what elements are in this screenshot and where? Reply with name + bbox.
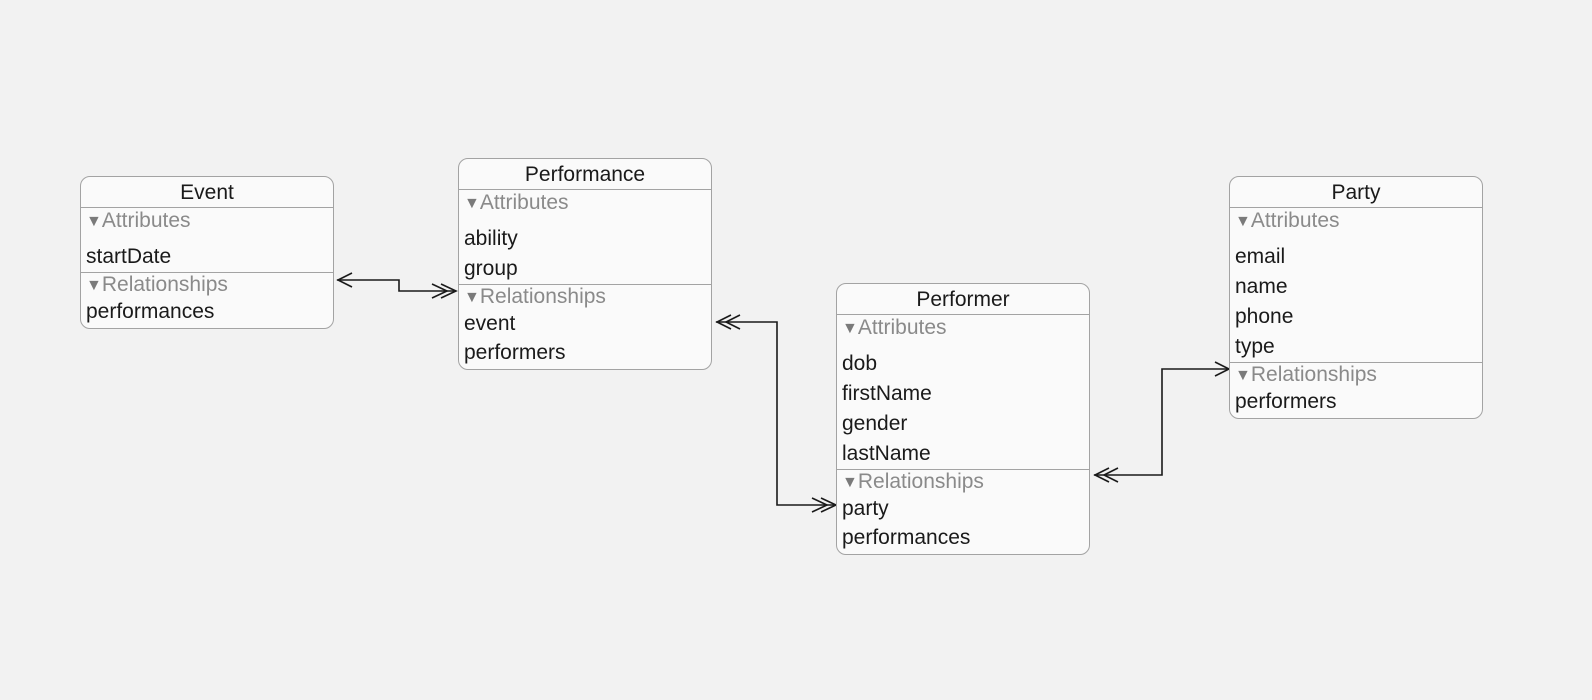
entity-performance[interactable]: Performance ▼Attributes ability group ▼R… (458, 158, 712, 370)
relationships-section-header[interactable]: ▼Relationships (837, 470, 1089, 494)
attribute-row[interactable]: startDate (86, 245, 172, 268)
section-label: Attributes (479, 191, 569, 214)
relationships-section-header[interactable]: ▼Relationships (1230, 363, 1482, 387)
attribute-row[interactable]: firstName (842, 382, 932, 405)
relationship-row[interactable]: event (464, 312, 516, 335)
section-label: Attributes (857, 316, 947, 339)
entity-party[interactable]: Party ▼Attributes email name phone type … (1229, 176, 1483, 419)
relationships-section-header[interactable]: ▼Relationships (459, 285, 711, 309)
section-label: Attributes (101, 209, 191, 232)
entity-title[interactable]: Performer (837, 284, 1089, 315)
attributes-section-header[interactable]: ▼Attributes (1230, 208, 1482, 234)
relationships-section: ▼Relationships performances (81, 272, 333, 326)
attributes-section-header[interactable]: ▼Attributes (459, 190, 711, 216)
section-label: Attributes (1250, 209, 1340, 232)
section-label: Relationships (857, 470, 984, 493)
entity-performer[interactable]: Performer ▼Attributes dob firstName gend… (836, 283, 1090, 555)
to-many-arrowhead-2 (1102, 467, 1119, 483)
attributes-section-header[interactable]: ▼Attributes (81, 208, 333, 234)
connector-line (337, 279, 456, 292)
attributes-section-header[interactable]: ▼Attributes (837, 315, 1089, 341)
disclosure-triangle-icon[interactable]: ▼ (464, 289, 480, 306)
connector-performer-party (1093, 361, 1231, 483)
section-label: Relationships (101, 273, 228, 296)
relationships-section: ▼Relationships performers (1230, 362, 1482, 416)
to-many-arrowhead-1 (440, 283, 458, 299)
to-many-arrowhead-2 (724, 314, 741, 330)
section-label: Relationships (1250, 363, 1377, 386)
relationship-row[interactable]: performers (1235, 390, 1337, 413)
attribute-row[interactable]: name (1235, 275, 1288, 298)
attribute-row[interactable]: lastName (842, 442, 931, 465)
disclosure-triangle-icon[interactable]: ▼ (86, 277, 102, 294)
relationship-row[interactable]: party (842, 497, 889, 520)
relationship-row[interactable]: performances (842, 526, 971, 549)
disclosure-triangle-icon[interactable]: ▼ (1235, 213, 1251, 230)
entity-event[interactable]: Event ▼Attributes startDate ▼Relationshi… (80, 176, 334, 329)
disclosure-triangle-icon[interactable]: ▼ (1235, 367, 1251, 384)
entity-title[interactable]: Event (81, 177, 333, 208)
entity-title[interactable]: Party (1230, 177, 1482, 208)
attribute-row[interactable]: dob (842, 352, 878, 375)
connector-line (1094, 368, 1229, 476)
connector-performance-performer (715, 314, 838, 513)
relationships-section: ▼Relationships party performances (837, 469, 1089, 552)
attribute-row[interactable]: phone (1235, 305, 1294, 328)
to-many-arrowhead-1 (715, 314, 732, 330)
to-one-arrowhead-event (336, 272, 353, 288)
to-many-arrowhead-2 (431, 283, 449, 299)
relationship-row[interactable]: performers (464, 341, 566, 364)
relationships-section: ▼Relationships event performers (459, 284, 711, 367)
connector-line (716, 321, 836, 506)
connector-event-performance (336, 272, 458, 299)
disclosure-triangle-icon[interactable]: ▼ (842, 320, 858, 337)
relationships-section-header[interactable]: ▼Relationships (81, 273, 333, 297)
attribute-row[interactable]: email (1235, 245, 1286, 268)
to-many-arrowhead-3 (820, 497, 838, 513)
entity-title[interactable]: Performance (459, 159, 711, 190)
disclosure-triangle-icon[interactable]: ▼ (842, 474, 858, 491)
section-label: Relationships (479, 285, 606, 308)
attribute-row[interactable]: group (464, 257, 518, 280)
attribute-row[interactable]: ability (464, 227, 518, 250)
to-one-arrowhead-party (1214, 361, 1231, 377)
to-many-arrowhead-1 (1093, 467, 1110, 483)
relationship-row[interactable]: performances (86, 300, 215, 323)
attribute-row[interactable]: type (1235, 335, 1275, 358)
disclosure-triangle-icon[interactable]: ▼ (86, 213, 102, 230)
disclosure-triangle-icon[interactable]: ▼ (464, 195, 480, 212)
to-many-arrowhead-4 (811, 497, 829, 513)
attribute-row[interactable]: gender (842, 412, 908, 435)
